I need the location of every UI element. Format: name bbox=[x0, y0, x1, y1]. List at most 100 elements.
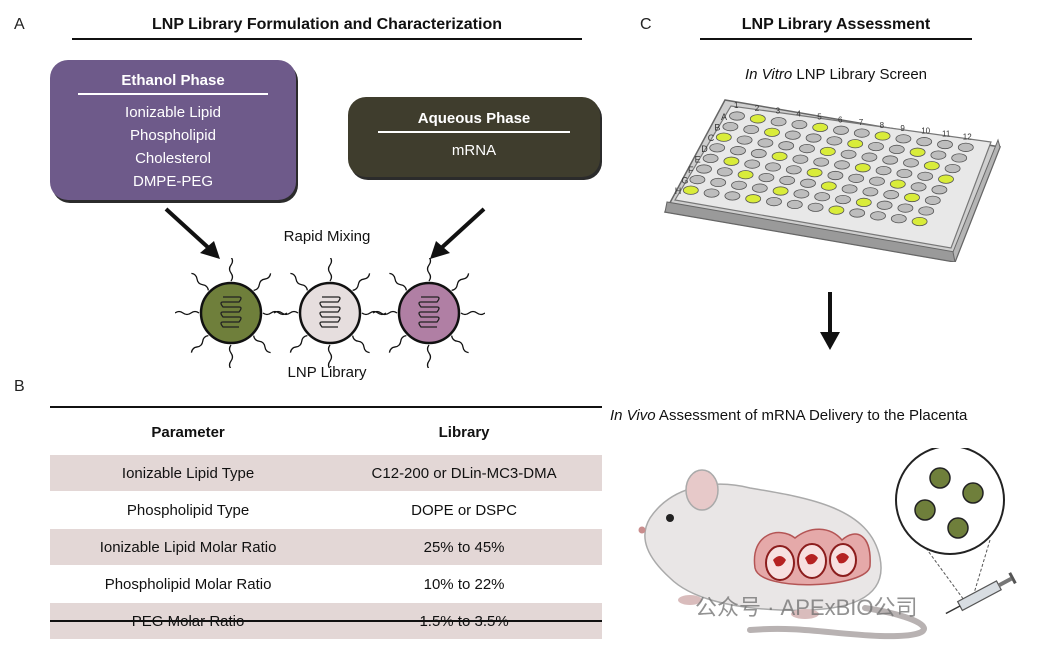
panel-c-letter: C bbox=[640, 16, 652, 33]
ethanol-phase-box: Ethanol Phase Ionizable Lipid Phospholip… bbox=[50, 60, 296, 200]
plate-well bbox=[729, 111, 745, 121]
in-vitro-italic: In Vitro bbox=[744, 66, 793, 83]
plate-column-label: 12 bbox=[963, 132, 972, 141]
plate-well bbox=[944, 163, 961, 174]
plate-well bbox=[814, 192, 831, 202]
plate-well bbox=[918, 206, 935, 216]
plate-well bbox=[840, 149, 857, 159]
table-cell-library: C12-200 or DLin-MC3-DMA bbox=[326, 455, 602, 492]
screen-to-in-vivo-arrow bbox=[820, 292, 840, 350]
plate-well-positive bbox=[723, 156, 740, 166]
table-cell-parameter: Phospholipid Type bbox=[50, 491, 327, 529]
column-header-library: Library bbox=[438, 423, 490, 441]
plate-well bbox=[870, 211, 886, 221]
plate-well bbox=[895, 134, 912, 144]
plate-well-positive bbox=[737, 170, 754, 180]
plate-well bbox=[853, 128, 870, 138]
plate-column-label: 4 bbox=[796, 110, 801, 119]
table-cell-parameter: Ionizable Lipid Type bbox=[50, 455, 327, 492]
plate-well bbox=[833, 125, 849, 135]
plate-well bbox=[770, 117, 787, 127]
table-cell-library: DOPE or DSPC bbox=[326, 491, 602, 529]
plate-well bbox=[793, 189, 810, 199]
plate-column-label: 10 bbox=[921, 127, 930, 136]
plate-well-positive bbox=[904, 192, 920, 203]
aqueous-item-mrna: mRNA bbox=[451, 142, 497, 159]
pregnant-mouse-illustration bbox=[638, 448, 1017, 640]
lnp-parameter-table: Parameter Library Ionizable Lipid Type C… bbox=[50, 409, 602, 640]
table-bottom-rule bbox=[50, 620, 602, 622]
mouse-tail bbox=[747, 605, 927, 640]
plate-well bbox=[897, 203, 914, 213]
plate-well bbox=[807, 202, 824, 212]
rapid-mixing-label: Rapid Mixing bbox=[283, 228, 371, 245]
plate-well-positive bbox=[820, 181, 837, 191]
table-row: Ionizable Lipid Type C12-200 or DLin-MC3… bbox=[50, 455, 602, 492]
plate-well bbox=[835, 194, 851, 205]
plate-well bbox=[868, 141, 884, 152]
plate-well bbox=[779, 175, 796, 186]
ethanol-phase-divider bbox=[78, 93, 268, 95]
plate-row-label: A bbox=[721, 112, 727, 122]
aqueous-to-mix-arrow bbox=[430, 207, 486, 259]
plate-column-label: 7 bbox=[859, 118, 864, 127]
plate-well bbox=[710, 177, 727, 188]
placenta-uterus bbox=[753, 528, 871, 586]
plate-well-positive bbox=[889, 179, 906, 189]
plate-well-positive bbox=[715, 132, 732, 142]
plate-well bbox=[841, 184, 858, 194]
in-vivo-caption: In Vivo Assessment of mRNA Delivery to t… bbox=[610, 407, 1042, 424]
plate-well bbox=[730, 146, 746, 156]
ethanol-to-mix-arrow bbox=[164, 207, 220, 259]
plate-well bbox=[827, 170, 844, 181]
in-vitro-rest: LNP Library Screen bbox=[792, 66, 928, 83]
plate-well bbox=[736, 135, 753, 145]
lnp-particles bbox=[175, 258, 485, 368]
panel-b-letter: B bbox=[14, 378, 25, 395]
table-top-rule bbox=[50, 406, 602, 408]
plate-well bbox=[848, 173, 865, 183]
plate-well-positive bbox=[764, 127, 780, 137]
plate-well bbox=[800, 178, 816, 188]
plate-well-positive bbox=[938, 174, 954, 184]
plate-well bbox=[785, 165, 802, 175]
watermark: 公众号 · APExBIO公司 bbox=[695, 595, 918, 620]
plate-well-positive bbox=[909, 147, 926, 157]
plate-column-label: 3 bbox=[776, 107, 781, 116]
table-row: Ionizable Lipid Molar Ratio 25% to 45% bbox=[50, 528, 602, 566]
ethanol-item-ionizable-lipid: Ionizable Lipid bbox=[125, 104, 221, 121]
plate-well-positive bbox=[819, 146, 836, 157]
panel-a-letter: A bbox=[14, 16, 25, 33]
plate-well-positive bbox=[745, 194, 762, 204]
plate-row-label: F bbox=[688, 165, 694, 175]
plate-row-label: D bbox=[701, 144, 708, 154]
plate-well-positive bbox=[828, 205, 845, 215]
plate-well-positive bbox=[923, 161, 940, 171]
plate-row-label: G bbox=[681, 176, 688, 186]
plate-well bbox=[784, 130, 801, 140]
mouse-front-paw bbox=[678, 595, 702, 605]
plate-well bbox=[743, 124, 760, 135]
plate-column-label: 11 bbox=[942, 130, 951, 139]
plate-well bbox=[757, 138, 774, 148]
plate-well bbox=[903, 158, 919, 168]
plate-well-positive bbox=[855, 197, 872, 208]
plate-well bbox=[834, 160, 850, 170]
table-cell-parameter: Phospholipid Molar Ratio bbox=[50, 565, 327, 603]
ethanol-phase-title: Ethanol Phase bbox=[121, 72, 225, 89]
plate-wells bbox=[682, 111, 974, 227]
table-cell-library: 25% to 45% bbox=[326, 528, 602, 566]
plate-well-positive bbox=[682, 185, 699, 195]
table-row: Phospholipid Type DOPE or DSPC bbox=[50, 491, 602, 529]
mouse-ear bbox=[685, 469, 719, 511]
plate-column-label: 8 bbox=[880, 121, 885, 130]
ethanol-item-phospholipid: Phospholipid bbox=[130, 127, 216, 144]
ethanol-item-cholesterol: Cholesterol bbox=[135, 150, 211, 167]
mouse-hind-paw bbox=[791, 609, 819, 619]
mouse-eye bbox=[666, 514, 674, 522]
plate-well bbox=[813, 157, 830, 167]
table-cell-parameter: Ionizable Lipid Molar Ratio bbox=[50, 528, 327, 566]
lnp-particle-pink bbox=[372, 258, 485, 368]
plate-well bbox=[849, 208, 866, 218]
